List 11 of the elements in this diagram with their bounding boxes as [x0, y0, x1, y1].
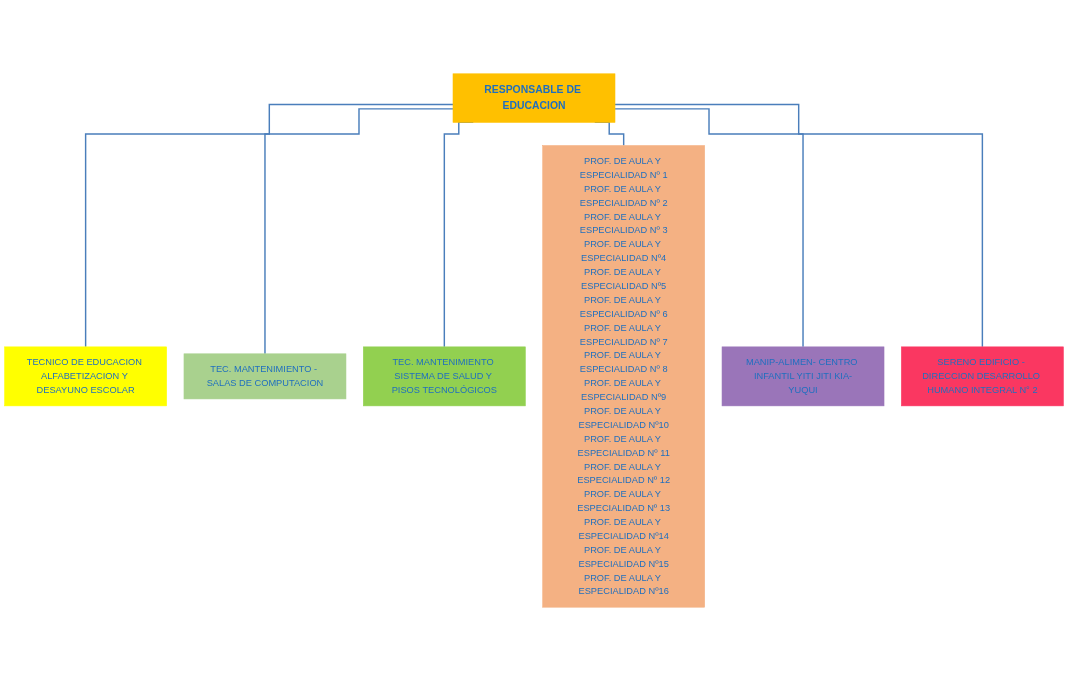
node-box	[183, 353, 347, 400]
connector	[614, 103, 984, 348]
node-box	[901, 346, 1064, 407]
connector	[264, 108, 454, 355]
node-box	[542, 145, 705, 608]
node-box	[4, 346, 167, 407]
node-box	[721, 346, 885, 407]
node-box	[363, 346, 526, 407]
connector	[84, 103, 454, 348]
connector	[614, 108, 804, 348]
node-box	[452, 73, 616, 123]
